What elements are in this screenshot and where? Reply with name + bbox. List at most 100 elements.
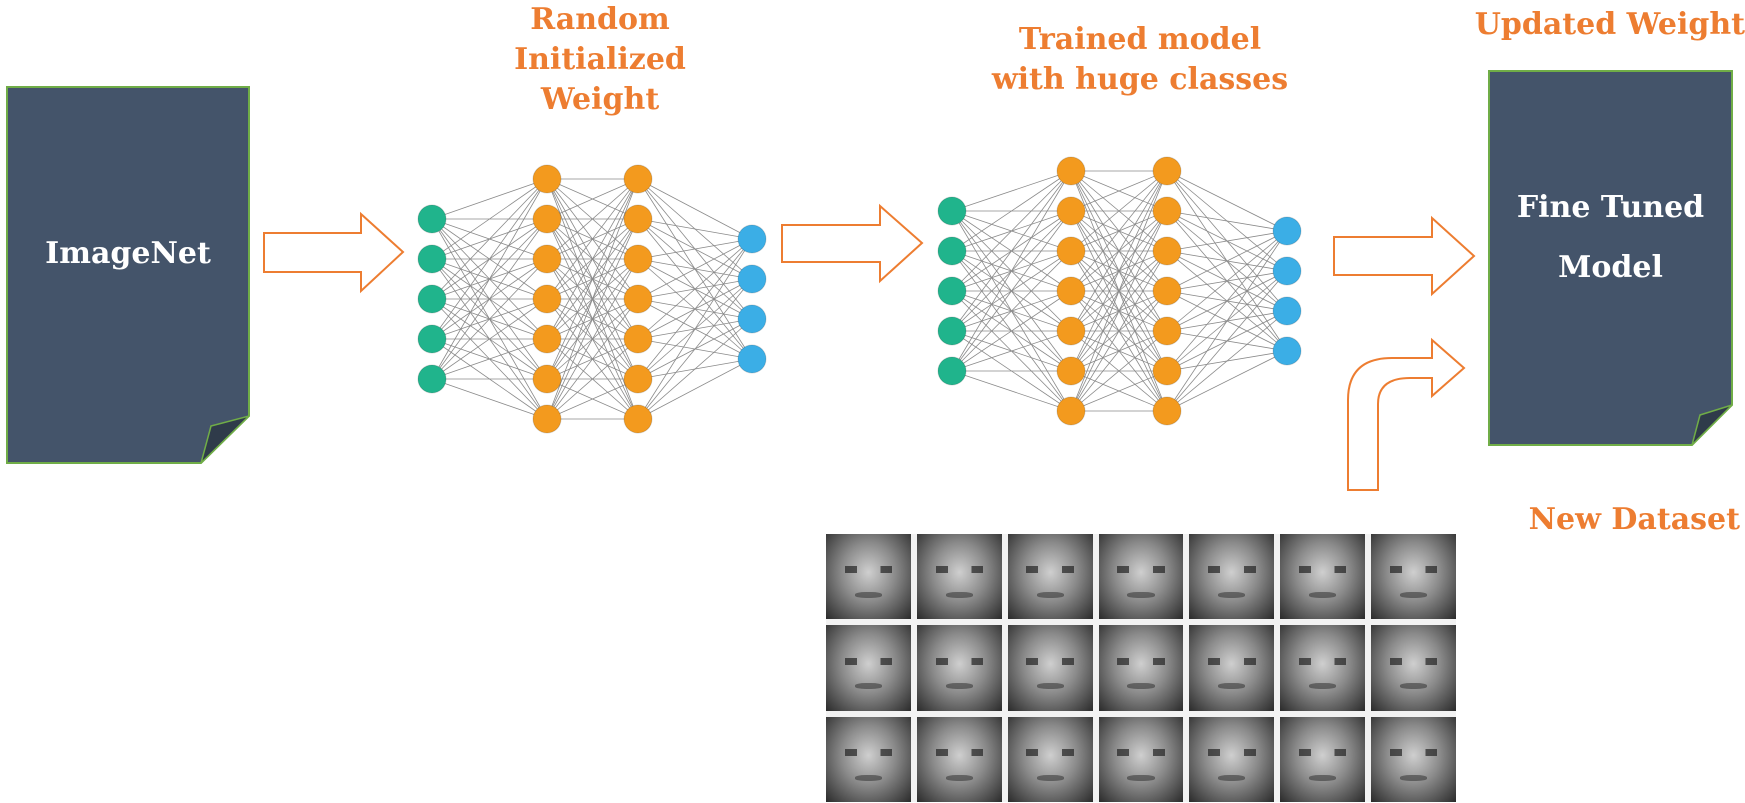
trained-net-edge — [1166, 350, 1288, 412]
fine-tuned-document-shape — [1488, 70, 1733, 446]
random-net-edge — [431, 338, 548, 380]
face-thumbnail — [1280, 716, 1366, 802]
random-net-node-layer2 — [623, 364, 653, 394]
random-net-node-layer1 — [532, 404, 562, 434]
trained-net-node-layer2 — [1152, 356, 1182, 386]
trained-net-node-layer2 — [1152, 236, 1182, 266]
random-net-node-layer1 — [532, 364, 562, 394]
arrow-trained-to-fine-tuned — [1333, 215, 1476, 297]
random-net-edge — [431, 298, 548, 380]
fine-tuned-label-line1: Fine Tuned — [1516, 190, 1705, 225]
random-net-node-layer0 — [417, 324, 447, 354]
random-net-node-layer3 — [737, 304, 767, 334]
random-net-edge — [546, 178, 639, 420]
trained-net-edge — [951, 170, 1072, 292]
face-thumbnail — [1098, 625, 1184, 711]
trained-net-node-layer0 — [937, 316, 967, 346]
trained-net-node-layer1 — [1056, 236, 1086, 266]
trained-net-edge — [951, 170, 1072, 332]
trained-net-edge — [1166, 230, 1288, 332]
trained-net-edge — [951, 170, 1072, 252]
trained-model-label: Trained model with huge classes — [930, 20, 1350, 100]
trained-net-edge — [1070, 370, 1168, 412]
random-net-edge — [546, 338, 639, 420]
trained-net-edge — [1166, 270, 1288, 412]
trained-net-edge — [1070, 290, 1168, 412]
trained-net-node-layer3 — [1272, 256, 1302, 286]
random-net-edge — [546, 178, 639, 300]
trained-net-edge — [1070, 170, 1168, 412]
arrow-new-dataset-to-fine-tuned — [1347, 337, 1466, 491]
random-weight-line2: Initialized — [514, 42, 686, 77]
trained-net-node-layer2 — [1152, 196, 1182, 226]
random-net-edge — [431, 218, 548, 380]
random-net — [417, 164, 767, 434]
trained-net-node-layer0 — [937, 276, 967, 306]
trained-net-node-layer0 — [937, 236, 967, 266]
face-thumbnail — [826, 534, 911, 620]
trained-net-edge — [1070, 170, 1168, 252]
trained-net-edge — [951, 210, 1072, 372]
random-net-node-layer2 — [623, 244, 653, 274]
trained-model-line2: with huge classes — [991, 62, 1289, 97]
trained-net-edge — [1166, 230, 1288, 292]
trained-net-edge — [1166, 230, 1288, 252]
trained-net — [937, 156, 1302, 426]
trained-net-edge — [1070, 170, 1168, 292]
face-thumbnail — [1280, 534, 1366, 620]
new-dataset-label: New Dataset — [1528, 502, 1740, 537]
trained-net-edge — [1070, 330, 1168, 412]
trained-net-node-layer1 — [1056, 156, 1086, 186]
random-net-edge — [546, 378, 639, 420]
trained-net-node-layer1 — [1056, 276, 1086, 306]
face-thumbnail — [1007, 625, 1093, 711]
updated-weight-label: Updated Weight — [1474, 7, 1745, 42]
random-net-edge — [546, 178, 639, 260]
trained-net-node-layer1 — [1056, 356, 1086, 386]
trained-net-node-layer3 — [1272, 336, 1302, 366]
random-weight-label: Random Initialized Weight — [480, 0, 720, 120]
trained-net-edge — [951, 170, 1072, 372]
random-net-node-layer2 — [623, 164, 653, 194]
trained-net-node-layer2 — [1152, 276, 1182, 306]
face-thumbnail — [916, 625, 1002, 711]
random-net-edge — [546, 178, 639, 220]
fine-tuned-label-line2: Model — [1558, 250, 1663, 285]
trained-net-edge — [1166, 230, 1288, 412]
arrow-network-to-trained — [781, 203, 924, 284]
face-thumbnail — [1371, 716, 1456, 802]
trained-net-edge — [951, 170, 1072, 212]
random-net-edge — [546, 178, 639, 380]
random-net-edge — [431, 378, 548, 420]
random-net-node-layer1 — [532, 284, 562, 314]
random-net-edge — [546, 218, 639, 420]
trained-net-node-layer1 — [1056, 196, 1086, 226]
random-net-edge — [431, 258, 548, 380]
imagenet-label: ImageNet — [45, 236, 211, 271]
random-net-node-layer1 — [532, 244, 562, 274]
face-thumbnail — [826, 625, 911, 711]
random-net-node-layer1 — [532, 324, 562, 354]
random-net-edge — [637, 318, 753, 420]
random-net-node-layer0 — [417, 244, 447, 274]
random-net-edge — [637, 238, 753, 340]
random-net-edge — [637, 238, 753, 380]
trained-net-edge — [1166, 310, 1288, 412]
random-net-edge — [637, 278, 753, 420]
random-net-edge — [546, 258, 639, 420]
trained-net-edge — [1070, 250, 1168, 412]
face-thumbnail — [916, 716, 1002, 802]
random-net-edge — [637, 218, 753, 240]
random-net-edge — [431, 178, 548, 380]
random-net-node-layer2 — [623, 204, 653, 234]
trained-net-edge — [1070, 170, 1168, 212]
trained-net-node-layer2 — [1152, 156, 1182, 186]
trained-net-node-layer2 — [1152, 316, 1182, 346]
face-thumbnail — [1371, 534, 1456, 620]
trained-net-node-layer1 — [1056, 316, 1086, 346]
face-thumbnail — [916, 534, 1002, 620]
trained-net-node-layer0 — [937, 356, 967, 386]
random-net-edge — [637, 238, 753, 300]
